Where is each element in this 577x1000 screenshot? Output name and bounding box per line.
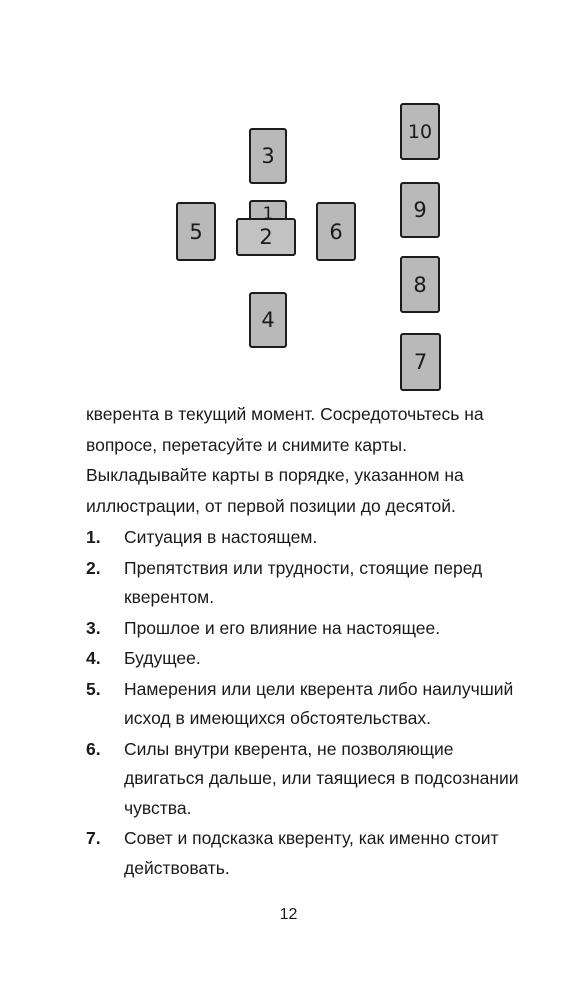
card-5: 5 <box>176 202 216 261</box>
list-item: 7. Совет и подсказка кверенту, как именно… <box>86 824 526 883</box>
item-text: Будущее. <box>124 648 201 668</box>
card-label: 7 <box>413 350 428 374</box>
list-item: 1. Ситуация в настоящем. <box>86 523 526 553</box>
intro-paragraph: кверента в текущий момент. Сосредоточьте… <box>86 404 484 516</box>
card-label: 6 <box>329 219 343 244</box>
item-text: Совет и подсказка кверенту, как именно с… <box>124 828 499 878</box>
card-4: 4 <box>249 292 287 348</box>
item-number: 3. <box>86 617 101 638</box>
item-number: 1. <box>86 527 101 547</box>
list-item: 4. Будущее. <box>86 644 526 674</box>
positions-list: 1. Ситуация в настоящем. 2. Препятствия ил… <box>86 523 526 884</box>
card-label: 9 <box>413 198 427 222</box>
item-text: Препятствия или трудности, стоящие перед… <box>124 557 483 608</box>
card-3: 3 <box>249 128 287 184</box>
card-10: 10 <box>400 103 440 160</box>
card-7: 7 <box>400 333 441 391</box>
item-number: 6. <box>86 738 101 759</box>
card-label: 10 <box>407 120 433 143</box>
item-text: Силы внутри кверента, не позволяющие дви… <box>124 738 519 818</box>
item-number: 5. <box>86 678 101 699</box>
list-item: 5. Намерения или цели кверента либо наилу… <box>86 675 526 734</box>
item-text: Прошлое и его влияние на настоящее. <box>124 617 441 638</box>
item-text: Ситуация в настоящем. <box>124 527 318 547</box>
card-label: 2 <box>259 225 273 249</box>
page-number: 12 <box>279 906 298 923</box>
card-label: 1 <box>262 204 274 224</box>
list-item: 6. Силы внутри кверента, не позволяющие д… <box>86 735 526 824</box>
item-number: 4. <box>86 648 101 668</box>
item-text: Намерения или цели кверента либо наилучш… <box>124 678 514 729</box>
list-item: 3. Прошлое и его влияние на настоящее. <box>86 614 526 644</box>
card-8: 8 <box>400 256 440 313</box>
card-6: 6 <box>316 202 356 261</box>
card-label: 3 <box>261 144 275 168</box>
item-number: 7. <box>86 828 101 848</box>
list-item: 2. Препятствия или трудности, стоящие пер… <box>86 554 526 613</box>
card-label: 5 <box>189 219 203 244</box>
card-9: 9 <box>400 182 440 238</box>
spread-illustration: 3 1 2 5 6 4 10 9 8 7 <box>0 0 577 400</box>
item-number: 2. <box>86 557 101 578</box>
card-label: 4 <box>261 308 275 332</box>
card-label: 8 <box>413 272 427 297</box>
card-2: 2 <box>236 218 296 256</box>
